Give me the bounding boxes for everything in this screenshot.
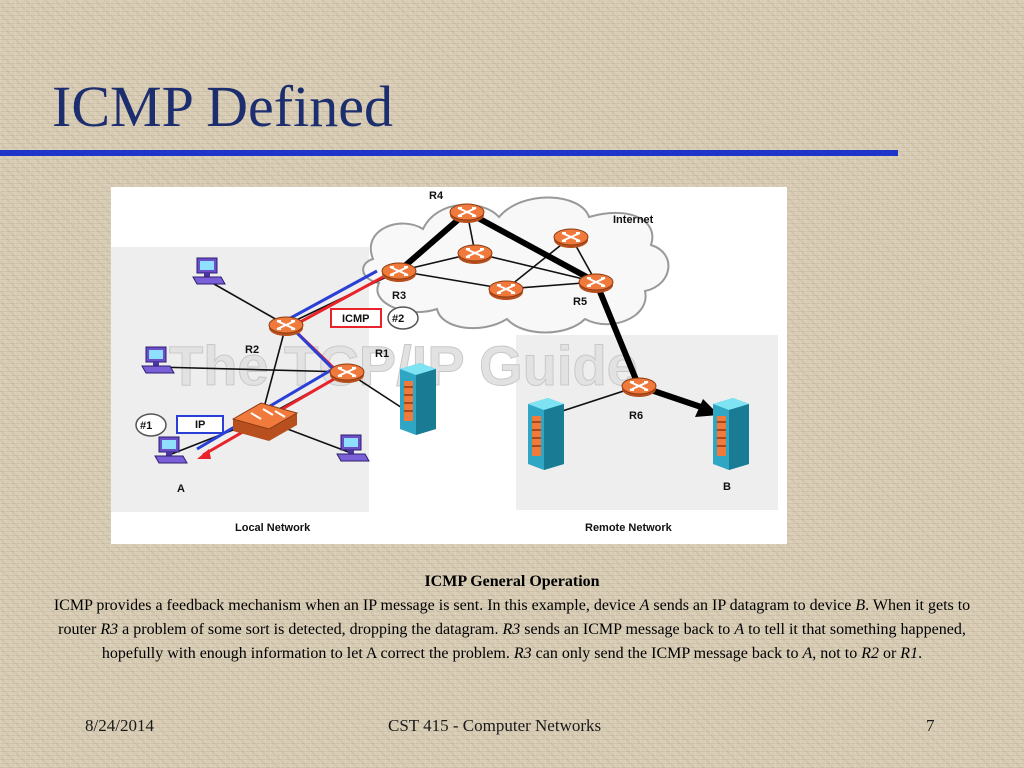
router-label-r1: R1 (375, 348, 389, 360)
slide-title: ICMP Defined (52, 74, 393, 139)
caption-text: ICMP provides a feedback mechanism when … (53, 597, 640, 614)
router-icon (381, 262, 417, 283)
caption-italic: R2 (861, 645, 879, 662)
icmp-packet-callout: ICMP (330, 308, 382, 328)
router-label-r5: R5 (573, 296, 587, 308)
caption: ICMP General Operation ICMP provides a f… (38, 570, 986, 666)
svg-text:#1: #1 (140, 420, 152, 432)
router-icon (621, 377, 657, 398)
router-label-r3: R3 (392, 290, 406, 302)
remote-network-label: Remote Network (585, 522, 673, 534)
router-icon (449, 203, 485, 224)
svg-text:#2: #2 (392, 313, 404, 325)
caption-text: or (878, 645, 901, 662)
caption-text: a problem of some sort is detected, drop… (118, 621, 503, 638)
caption-italic: A (639, 597, 650, 614)
footer-date: 8/24/2014 (85, 716, 154, 735)
router-icon (457, 244, 493, 265)
datagram-path (397, 209, 719, 417)
ip-packet-callout: IP (176, 415, 224, 434)
watermark-text: The TCP/IP Guide (169, 334, 638, 397)
caption-text: sends an ICMP message back to (520, 621, 735, 638)
step-2-callout: #2 (387, 306, 419, 330)
caption-italic: R3 (513, 645, 532, 662)
caption-italic: R3 (502, 621, 521, 638)
caption-text: can only send the ICMP message back to (531, 645, 803, 662)
caption-italic: A (802, 645, 813, 662)
router-icon (553, 228, 589, 249)
server-icon (712, 397, 750, 471)
switch-icon (231, 402, 299, 441)
caption-italic: A (734, 621, 745, 638)
host-label-a: A (177, 483, 185, 495)
caption-italic: R1 (900, 645, 919, 662)
caption-text: , not to (812, 645, 862, 662)
footer-course: CST 415 - Computer Networks (388, 716, 602, 735)
router-icon (488, 280, 524, 301)
caption-text: to tell it that something happened, hope… (101, 621, 966, 662)
local-network-label: Local Network (235, 522, 311, 534)
title-underline (0, 150, 898, 156)
caption-italic: R3 (100, 621, 119, 638)
router-icon (578, 273, 614, 294)
caption-italic: B (855, 597, 866, 614)
svg-text:IP: IP (195, 419, 205, 431)
router-icon (268, 316, 304, 337)
server-icon (399, 362, 437, 436)
local-network-zone (111, 247, 369, 512)
network-diagram: The TCP/IP Guide Internet (111, 187, 787, 544)
router-icon (329, 363, 365, 384)
caption-text: sends an IP datagram to device (649, 597, 856, 614)
page-number: 7 (926, 716, 935, 735)
host-label-b: B (723, 481, 731, 493)
caption-heading: ICMP General Operation (424, 573, 600, 590)
network-diagram-svg: The TCP/IP Guide Internet (111, 190, 778, 534)
caption-text: . (918, 645, 923, 662)
caption-text: . When it gets to router (58, 597, 971, 638)
step-1-callout: #1 (135, 413, 167, 437)
router-label-r6: R6 (629, 410, 643, 422)
server-icon (527, 397, 565, 471)
caption-body: ICMP provides a feedback mechanism when … (38, 594, 986, 666)
cloud-label: Internet (613, 214, 654, 226)
router-label-r4: R4 (429, 190, 444, 202)
router-label-r2: R2 (245, 344, 259, 356)
svg-text:ICMP: ICMP (342, 313, 370, 325)
